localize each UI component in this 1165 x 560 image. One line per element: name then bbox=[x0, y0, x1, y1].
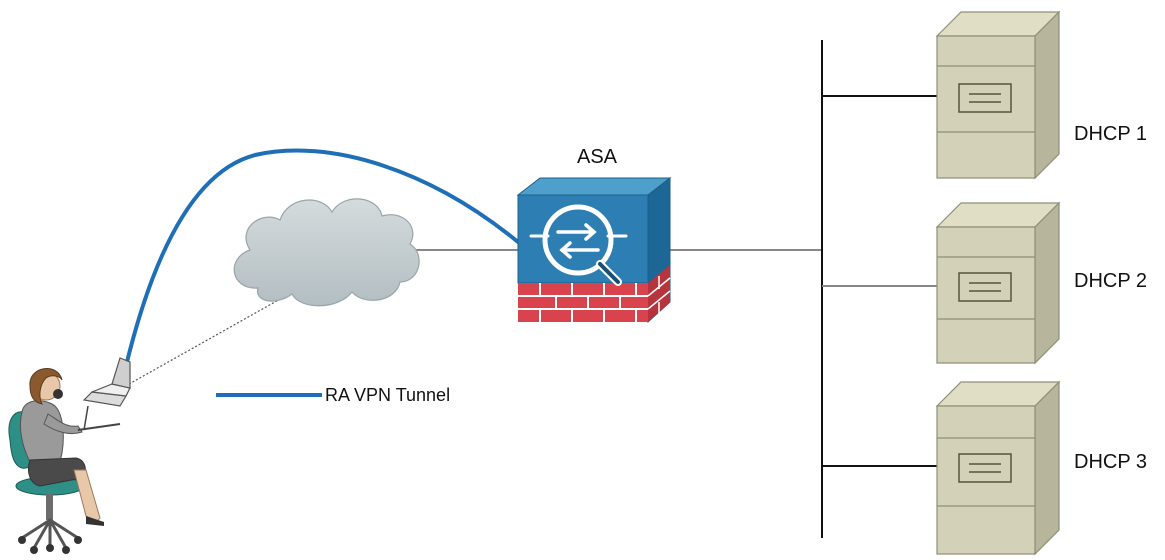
vpn-tunnel-arc bbox=[118, 148, 520, 394]
asa-firewall-icon bbox=[516, 176, 672, 324]
dhcp-server-1-icon bbox=[935, 10, 1061, 180]
laptop-to-cloud-link bbox=[121, 297, 283, 389]
dhcp-2-label: DHCP 2 bbox=[1074, 270, 1147, 292]
asa-label: ASA bbox=[577, 146, 618, 168]
dhcp-3-label: DHCP 3 bbox=[1074, 451, 1147, 473]
internet-cloud-icon bbox=[233, 198, 420, 307]
dhcp-server-2-icon bbox=[935, 201, 1061, 365]
dhcp-server-3-icon bbox=[935, 380, 1061, 556]
laptop-icon bbox=[77, 357, 131, 431]
remote-user-icon bbox=[8, 368, 104, 554]
dhcp-1-label: DHCP 1 bbox=[1074, 123, 1147, 145]
legend-tunnel-label: RA VPN Tunnel bbox=[325, 385, 450, 405]
